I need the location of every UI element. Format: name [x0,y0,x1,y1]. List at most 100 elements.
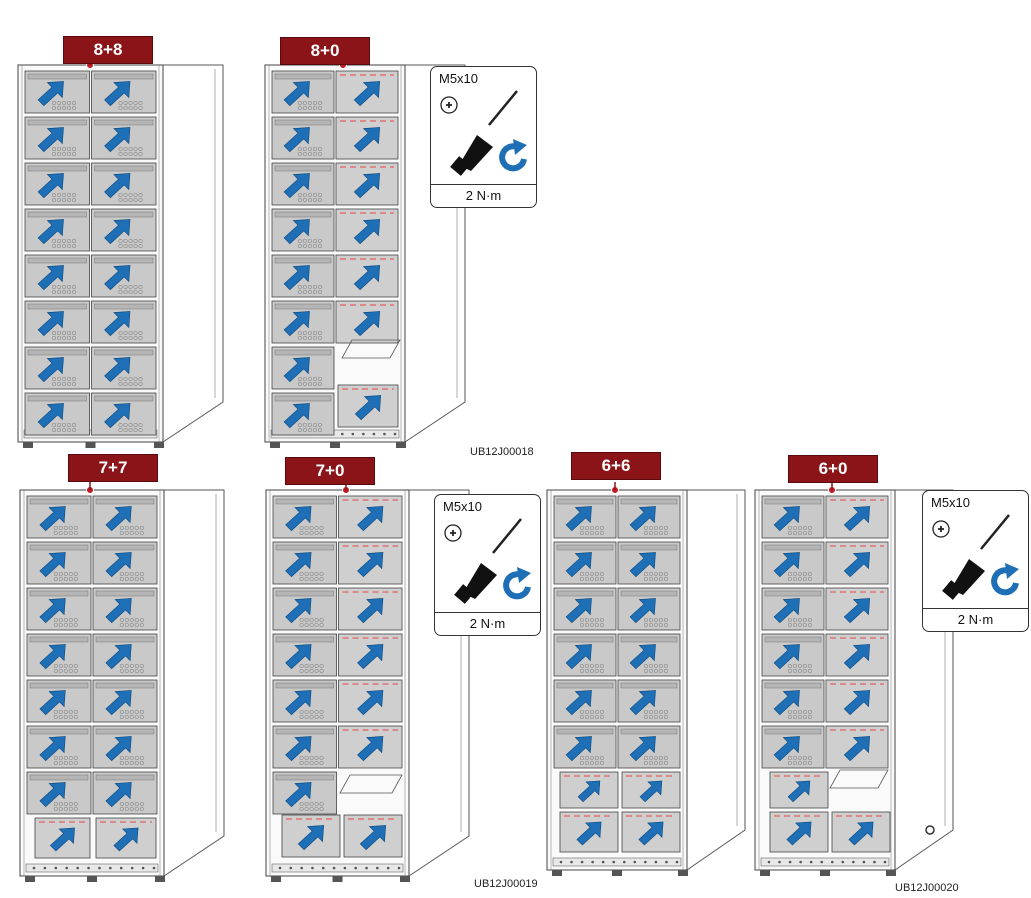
insert-arrow-icon [773,690,800,716]
clockwise-rotation-icon [499,139,527,172]
tool-card-graphic [440,90,527,176]
insert-arrow-icon [843,598,871,624]
insert-arrow-icon [104,311,131,337]
insert-arrow-icon [39,552,66,578]
insert-arrow-icon [285,644,312,670]
insert-arrow-icon [105,506,132,532]
tool-card-3: M5x10 2 N·m [922,490,1029,632]
insert-arrow-icon [104,357,131,383]
insert-arrow-icon [37,311,64,337]
insert-arrow-icon [848,821,874,846]
torque-value: 2 N·m [431,184,536,207]
insert-arrow-icon [786,821,812,846]
insert-arrow-icon [629,552,656,578]
insert-arrow-icon [565,598,592,624]
insert-arrow-icon [113,827,139,852]
tool-card-1: M5x10 2 N·m [430,66,537,208]
config-badge-7-0: 7+0 [285,457,375,485]
insert-arrow-icon [773,644,800,670]
phillips-head-icon [444,524,462,542]
figure-code-3: UB12J00020 [895,882,959,894]
insert-arrow-icon [629,644,656,670]
tool-card-graphic [444,518,531,604]
insert-arrow-icon [353,265,381,291]
insert-arrow-icon [357,598,384,624]
insert-arrow-icon [357,644,384,670]
insert-arrow-icon [565,506,592,532]
insert-arrow-icon [37,403,64,429]
clockwise-rotation-icon [503,567,531,600]
insert-arrow-icon [843,736,871,762]
insert-arrow-icon [285,598,312,624]
insert-arrow-icon [105,598,132,624]
insert-arrow-icon [353,311,381,337]
insert-arrow-icon [565,690,592,716]
insert-arrow-icon [39,644,66,670]
insert-arrow-icon [629,598,656,624]
screwdriver-icon [942,514,1010,600]
figure-code-2: UB12J00019 [474,878,538,890]
insert-arrow-icon [105,736,132,762]
insert-arrow-icon [104,403,131,429]
cabinet-7-7 [19,482,225,882]
insert-arrow-icon [638,821,664,846]
insert-arrow-icon [353,127,381,153]
ground-bolt-icon [925,825,935,835]
insert-arrow-icon [773,598,800,624]
screw-spec: M5x10 [443,499,483,514]
insert-arrow-icon [843,552,871,578]
config-badge-8-0: 8+0 [280,37,370,65]
insert-arrow-icon [37,219,64,245]
insert-arrow-icon [357,736,384,762]
insert-arrow-icon [105,782,132,808]
config-badge-6-6: 6+6 [571,452,661,480]
tool-card-graphic [932,514,1019,600]
insert-arrow-icon [37,357,64,383]
insert-arrow-icon [354,395,382,421]
insert-arrow-icon [39,506,66,532]
insert-arrow-icon [39,690,66,716]
insert-arrow-icon [773,736,800,762]
config-badge-6-0: 6+0 [788,455,878,483]
cabinet-6-0 [754,482,954,876]
cabinet-8-0 [264,57,466,448]
insert-arrow-icon [49,827,75,852]
insert-arrow-icon [283,403,310,429]
insert-arrow-icon [843,506,871,532]
insert-arrow-icon [297,825,325,851]
insert-arrow-icon [39,782,66,808]
phillips-head-icon [440,96,458,114]
insert-arrow-icon [357,552,384,578]
insert-arrow-icon [285,552,312,578]
torque-value: 2 N·m [923,608,1028,631]
insert-arrow-icon [353,81,381,107]
insert-arrow-icon [39,736,66,762]
insert-arrow-icon [843,644,871,670]
insert-arrow-icon [565,736,592,762]
insert-arrow-icon [283,311,310,337]
insert-arrow-icon [104,81,131,107]
insert-arrow-icon [629,690,656,716]
insert-arrow-icon [39,598,66,624]
battery-module [281,814,341,858]
insert-arrow-icon [104,173,131,199]
screw-spec: M5x10 [931,495,971,510]
insert-arrow-icon [577,780,601,803]
insert-arrow-icon [283,219,310,245]
clockwise-rotation-icon [991,563,1019,596]
insert-arrow-icon [283,127,310,153]
insert-arrow-icon [283,81,310,107]
insert-arrow-icon [285,690,312,716]
insert-arrow-icon [353,173,381,199]
insert-arrow-icon [576,821,602,846]
torque-value: 2 N·m [435,612,540,635]
figure-code-1: UB12J00018 [470,446,534,458]
insert-arrow-icon [283,357,310,383]
insert-arrow-icon [353,219,381,245]
battery-module [769,811,829,853]
insert-arrow-icon [629,736,656,762]
phillips-head-icon [932,520,950,538]
config-badge-8-8: 8+8 [63,36,153,64]
config-badge-7-7: 7+7 [68,454,158,482]
